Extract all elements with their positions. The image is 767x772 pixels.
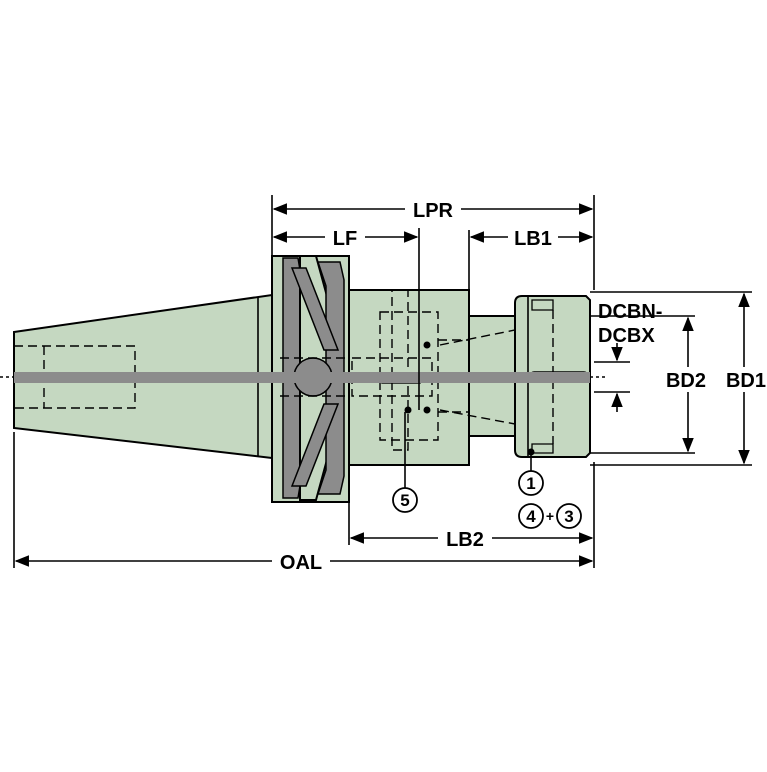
gauge-point-d [527,448,535,456]
drive-slot-upper [290,267,340,351]
callout-4-circle [518,503,544,529]
gauge-point-a [423,341,431,349]
label-lb1: LB1 [514,228,552,250]
gauge-point-b [423,406,431,414]
centerline-band [14,372,590,383]
callout-4: 4 [526,507,536,526]
callout-1-circle [518,470,544,496]
label-dcbx: DCBX [598,325,655,347]
taper-bore-hidden [14,345,136,409]
label-oal: OAL [280,552,322,574]
label-bd1: BD1 [726,370,766,392]
body-hidden-slot [391,289,409,451]
callout-5: 5 [400,491,409,510]
callout-1: 1 [526,474,535,493]
callout-3: 3 [564,507,573,526]
label-bd2: BD2 [666,370,706,392]
gauge-point-c [404,406,412,414]
label-lf: LF [333,228,357,250]
label-lb2: LB2 [446,529,484,551]
label-lpr: LPR [413,200,454,222]
callout-5-circle [392,487,418,513]
callout-plus: + [546,508,554,524]
drive-slot-lower [290,403,340,487]
callout-3-circle [556,503,582,529]
label-dcbn: DCBN- [598,301,662,323]
